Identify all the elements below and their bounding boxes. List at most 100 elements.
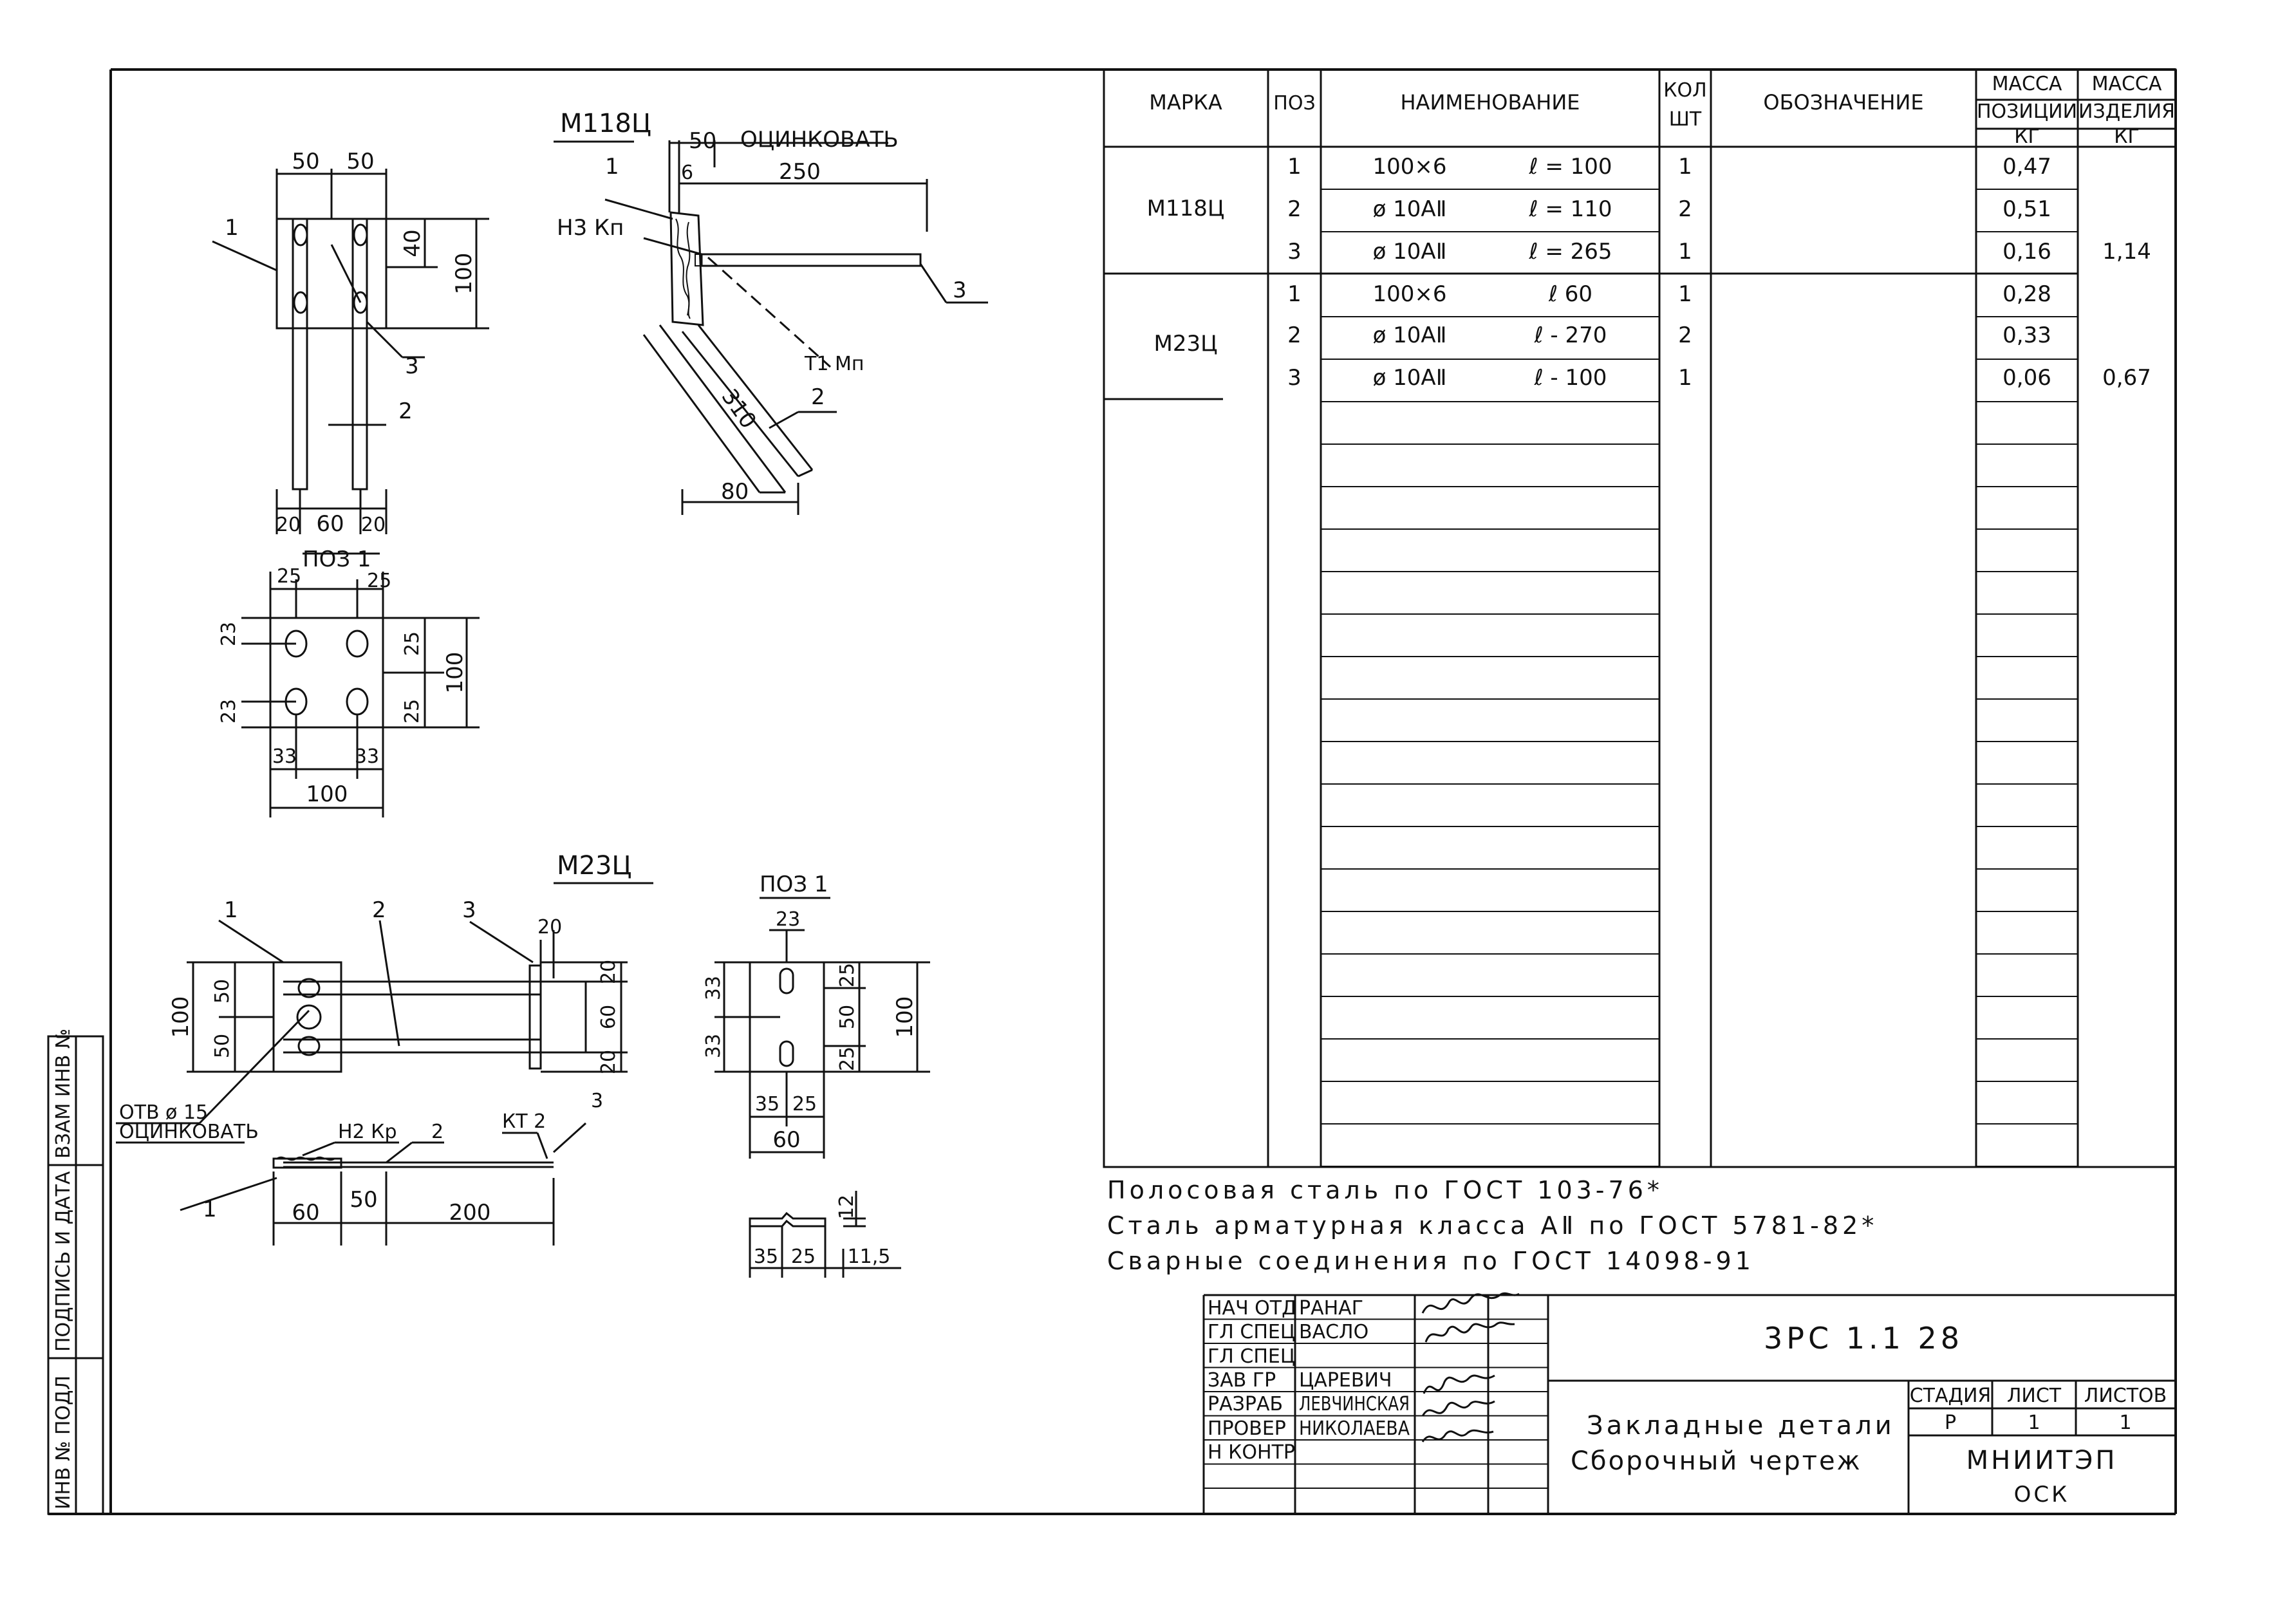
drawing-pos1-plate-lower [714,897,930,1278]
sheet-header: ЛИСТ [2007,1385,2062,1407]
position-label: 1 [605,154,619,180]
header-qty-1: КОЛ [1663,79,1706,102]
dim-label: 6 [681,162,693,184]
table-cell-mass-pos: 0,47 [2003,154,2051,180]
table-cell-length: ℓ = 265 [1528,239,1612,265]
dim-label: 50 [292,149,319,174]
dim-label: 40 [400,229,425,257]
dim-label: 100 [168,996,194,1038]
document-title-line-2: Сборочный чертеж [1571,1446,1862,1476]
position-label: 3 [462,897,476,923]
header-name: НАИМЕНОВАНИЕ [1400,90,1580,115]
header-mass-item-1: МАССА [2092,73,2162,95]
side-stamp [47,1035,104,1515]
dim-label: 25 [401,631,424,656]
table-cell-qty: 1 [1678,239,1692,265]
table-cell-pos: 3 [1287,365,1302,391]
dim-label: 20 [537,916,562,938]
dim-label: 50 [346,149,374,174]
sheet-value: 1 [2028,1412,2040,1434]
dim-label: 250 [779,159,821,185]
role-label: ГЛ СПЕЦ [1208,1345,1295,1368]
table-cell-length: ℓ = 110 [1528,196,1612,222]
table-cell-mass-pos: 0,51 [2003,196,2051,222]
table-cell-qty: 1 [1678,281,1692,307]
table-cell-size: 100×6 [1372,281,1446,307]
header-mass-item-3: КГ [2114,126,2140,148]
title-block-roles: НАЧ ОТД ГЛ СПЕЦ ГЛ СПЕЦ ЗАВ ГР РАЗРАБ ПР… [1208,1297,1410,1464]
dim-label: 50 [350,1187,377,1213]
position-label: 1 [203,1197,217,1222]
weld-label: Н2 Кр [338,1121,397,1143]
general-notes: Полосовая сталь по ГОСТ 103-76* Сталь ар… [1107,1176,1878,1275]
position-label: 2 [398,398,413,424]
dim-label: 20 [597,1050,620,1074]
table-cell-qty: 1 [1678,154,1692,180]
dim-label: 11,5 [848,1246,891,1268]
dim-label: 60 [597,1005,620,1029]
dim-label: 23 [218,699,240,723]
dim-label: 50 [211,979,234,1003]
dim-label: 20 [597,960,620,984]
spec-table-grid [1103,68,2177,1168]
header-mass-pos-1: МАССА [1992,73,2062,95]
drawing-m118-side-view [554,140,988,515]
dim-label: 33 [355,745,379,768]
dim-label: 33 [702,976,725,1000]
dim-label: 25 [367,570,391,592]
organization-line-2: ОСК [2014,1482,2070,1507]
note-line: Сталь арматурная класса АⅡ по ГОСТ 5781-… [1107,1211,1878,1240]
table-cell-length: ℓ = 100 [1528,154,1612,180]
person-name: НИКОЛАЕВА [1299,1417,1410,1440]
table-cell-pos: 1 [1287,281,1302,307]
role-label: Н КОНТР [1208,1441,1295,1464]
header-mass-pos-3: КГ [2014,126,2040,148]
table-cell-length: ℓ 60 [1548,281,1592,307]
table-cell-mass-pos: 0,33 [2003,322,2051,348]
dim-label: 100 [306,781,348,807]
person-name: РАНАГ [1299,1297,1363,1320]
weld-label: Н3 Кп [557,215,624,241]
table-cell-size: ø 10АⅡ [1373,322,1447,348]
drawing-m23-side-view [116,1122,587,1246]
dim-label: 25 [277,565,301,588]
person-name: ВАСЛО [1299,1321,1368,1343]
person-name: ЦАРЕВИЧ [1299,1369,1392,1392]
position-label: 3 [953,277,967,303]
note-line: Полосовая сталь по ГОСТ 103-76* [1107,1176,1663,1204]
table-cell-qty: 2 [1678,322,1692,348]
dim-label: 25 [836,1047,859,1071]
hole-label: ОТВ ø 15 [119,1101,208,1124]
role-label: НАЧ ОТД [1208,1297,1297,1320]
dim-label: 12 [836,1195,858,1219]
drawing-title-m23: М23Ц [557,851,631,881]
sheets-value: 1 [2119,1412,2131,1434]
note-line: Сварные соединения по ГОСТ 14098-91 [1107,1247,1755,1275]
dim-label: 50 [836,1005,859,1029]
weld-label: КТ 2 [502,1110,546,1133]
table-cell-qty: 2 [1678,196,1692,222]
dim-label: 50 [211,1034,234,1058]
galvanize-label: ОЦИНКОВАТЬ [119,1121,259,1143]
galvanize-label: ОЦИНКОВАТЬ [740,127,899,153]
table-cell-mass-pos: 0,28 [2003,281,2051,307]
side-inv-original: ИНВ № ПОДЛ [52,1376,75,1509]
header-mass-item-2: ИЗДЕЛИЯ [2078,100,2175,123]
table-cell-pos: 2 [1287,322,1302,348]
title-block-grid [1202,1294,2176,1514]
table-cell-size: ø 10АⅡ [1373,196,1447,222]
spec-table-row-lines [1321,189,2078,1167]
header-mark: МАРКА [1149,90,1222,115]
dim-label: 200 [449,1200,491,1226]
dim-label: 25 [401,699,424,723]
document-code: 3РС 1.1 28 [1764,1321,1963,1356]
signatures [1421,1292,1520,1442]
header-qty-2: ШТ [1669,108,1702,131]
dim-label: 50 [689,128,716,154]
drawing-title-m118: М118Ц [560,109,651,138]
position-label: 3 [405,353,419,379]
document-title-line-1: Закладные детали [1587,1411,1895,1441]
dim-label: 33 [702,1034,725,1058]
stage-value: Р [1945,1412,1956,1434]
dim-label: 20 [361,514,386,536]
